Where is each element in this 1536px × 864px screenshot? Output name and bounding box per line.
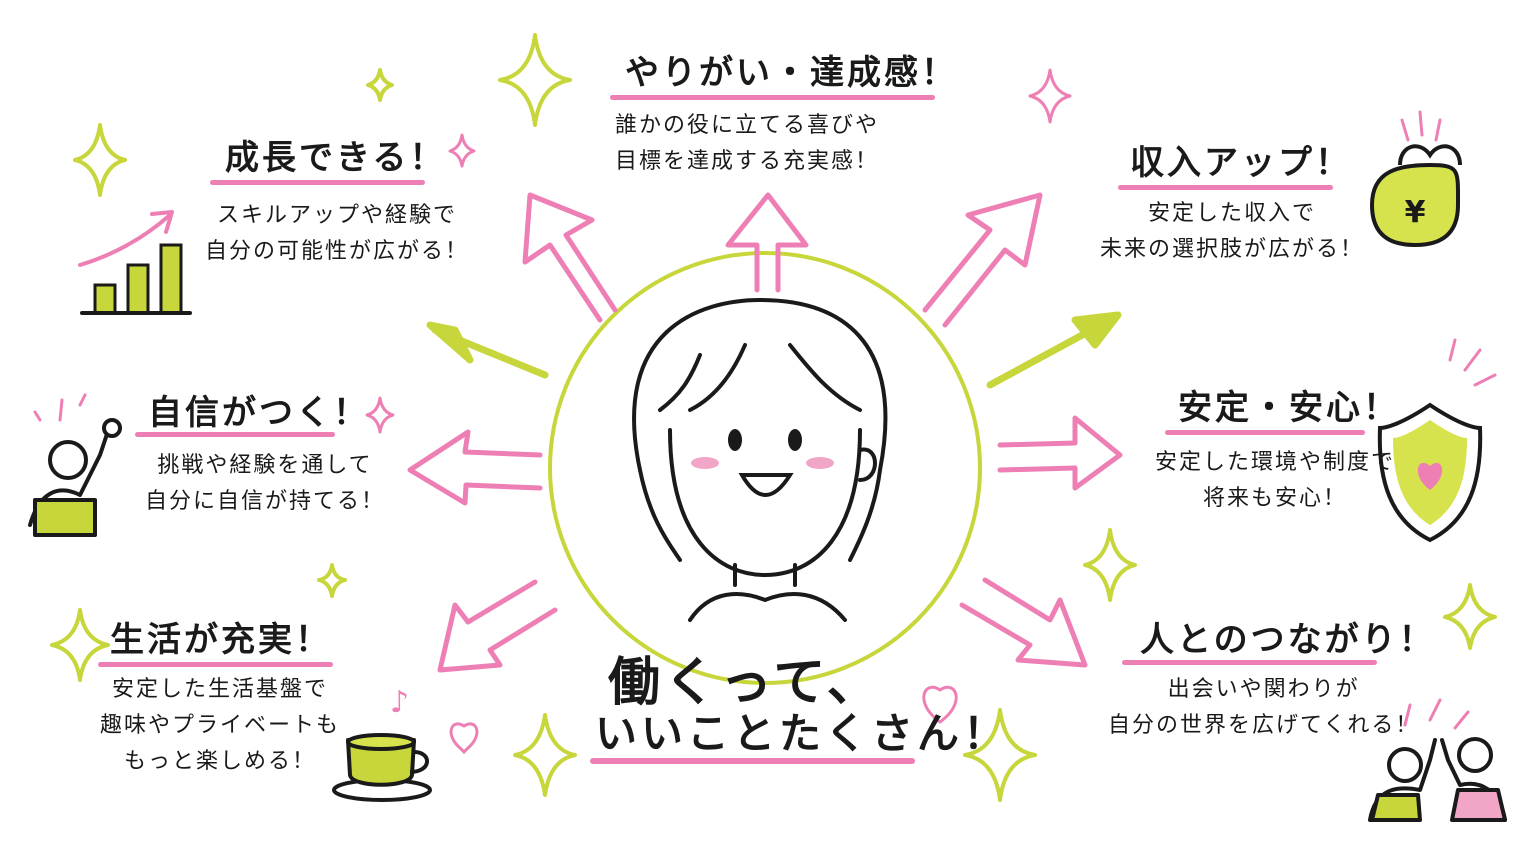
benefit-desc-income: 安定した収入で 未来の選択肢が広がる！ <box>1100 201 1365 262</box>
benefit-desc-life: 安定した生活基盤で 趣味やプライベートも もっと楽しめる！ <box>100 677 341 774</box>
sparkle-icon <box>50 608 110 682</box>
arrow-right-icon <box>997 415 1123 491</box>
yen-purse-icon: ¥ <box>1369 110 1462 248</box>
benefit-desc-connection: 出会いや関わりが 自分の世界を広げてくれる！ <box>1108 677 1420 738</box>
sparkle-icon <box>498 33 572 127</box>
center-underline <box>590 758 915 764</box>
raised-fist-person-icon <box>28 393 122 537</box>
arrow-left-lime-icon <box>426 321 549 379</box>
title-underline <box>98 662 333 667</box>
title-underline <box>1165 430 1365 435</box>
benefit-title-connection: 人とのつながり！ <box>1140 620 1436 660</box>
heart-shield-icon <box>1377 338 1497 543</box>
high-five-icon <box>1368 698 1507 822</box>
sparkle-icon <box>448 133 476 168</box>
title-underline <box>1118 185 1333 190</box>
center-circle <box>548 251 982 685</box>
smiling-woman-icon <box>632 298 888 622</box>
arrow-lower-left-icon <box>437 579 558 673</box>
center-message-line1: 働くって、 <box>608 653 883 713</box>
benefit-title-fulfillment: やりがい・達成感！ <box>625 53 958 93</box>
mouth-icon <box>738 473 794 497</box>
benefit-desc-confidence: 挑戦や経験を通して 自分に自信が持てる！ <box>145 453 386 514</box>
sparkle-icon <box>317 563 347 598</box>
sparkle-icon <box>366 68 394 102</box>
arrow-up-icon <box>725 192 809 293</box>
sparkle-icon <box>1443 583 1497 650</box>
tea-cup-icon <box>332 733 432 802</box>
title-underline <box>210 180 425 185</box>
arrow-upper-left-icon <box>522 192 618 323</box>
music-note-icon: ♪ <box>390 685 409 720</box>
title-underline <box>135 432 335 437</box>
benefit-desc-security: 安定した環境や制度で 将来も安心！ <box>1155 450 1396 511</box>
benefit-desc-fulfillment: 誰かの役に立てる喜びや 目標を達成する充実感！ <box>615 113 880 174</box>
sparkle-icon <box>513 713 577 797</box>
left-cheek-icon <box>691 457 719 469</box>
sparkle-icon <box>1083 528 1137 602</box>
arrow-right-lime-icon <box>986 311 1122 389</box>
benefit-desc-growth: スキルアップや経験で 自分の可能性が広がる！ <box>205 203 470 264</box>
title-underline <box>1122 660 1377 665</box>
left-eye-icon <box>728 429 742 451</box>
bar-chart-icon <box>78 210 192 315</box>
benefit-title-security: 安定・安心！ <box>1178 388 1400 428</box>
arrow-left-icon <box>407 429 543 506</box>
benefit-title-confidence: 自信がつく！ <box>148 393 370 433</box>
arrow-upper-right-icon <box>922 192 1043 328</box>
arrow-lower-right-icon <box>959 577 1088 668</box>
title-underline <box>610 95 935 100</box>
heart-icon <box>449 722 479 755</box>
benefit-title-growth: 成長できる！ <box>225 138 447 178</box>
right-cheek-icon <box>806 457 834 469</box>
yen-symbol: ¥ <box>1405 195 1426 230</box>
sparkle-icon <box>365 396 395 434</box>
benefit-title-income: 収入アップ！ <box>1130 143 1352 183</box>
sparkle-icon <box>73 123 127 197</box>
center-message-line2: いいことたくさん！ <box>595 709 1010 758</box>
sparkle-icon <box>963 708 1037 802</box>
heart-icon <box>922 685 958 724</box>
right-eye-icon <box>788 429 802 451</box>
sparkle-icon <box>1028 68 1072 124</box>
benefit-title-life: 生活が充実！ <box>110 620 332 660</box>
